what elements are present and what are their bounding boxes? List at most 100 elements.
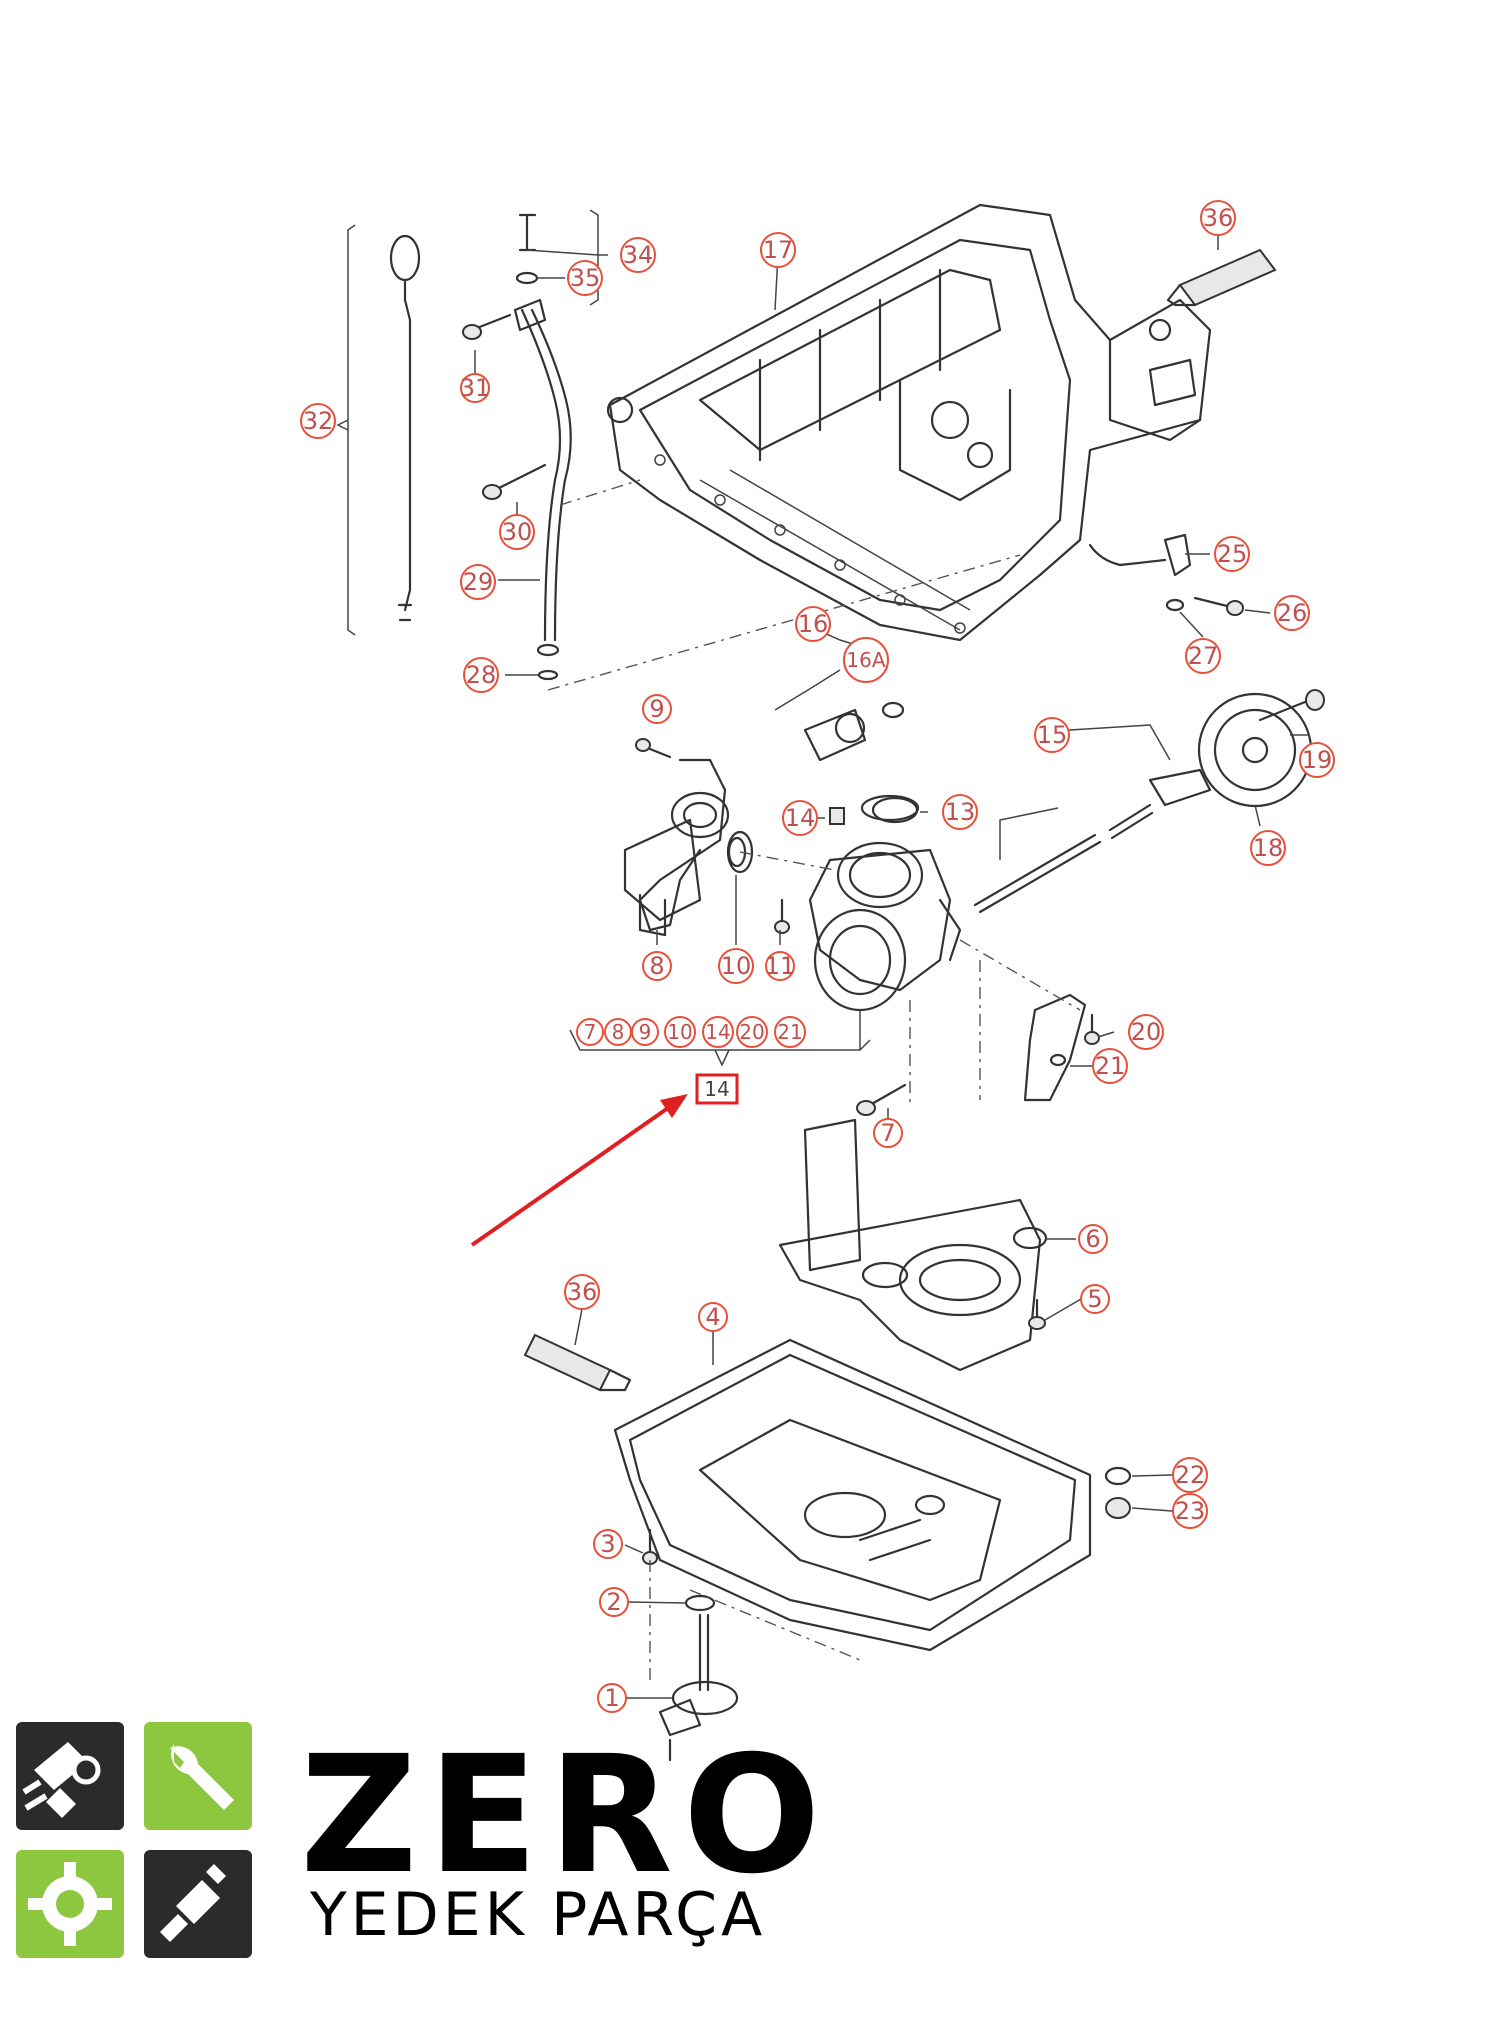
group-label-10: 10 bbox=[664, 1016, 696, 1048]
svg-text:7: 7 bbox=[584, 1020, 597, 1044]
dipstick-guide-tube bbox=[513, 209, 608, 681]
level-sensor-1 bbox=[658, 1613, 739, 1762]
svg-text:1: 1 bbox=[604, 1684, 619, 1712]
assembly-lines bbox=[547, 479, 1081, 1680]
piston-icon bbox=[22, 1742, 101, 1818]
svg-text:16: 16 bbox=[798, 610, 829, 638]
callout-3: 3 bbox=[593, 1529, 623, 1559]
callout-28: 28 bbox=[463, 657, 499, 693]
bolt-20 bbox=[1084, 1013, 1100, 1045]
callout-29: 29 bbox=[460, 564, 496, 600]
piston-tile bbox=[16, 1722, 124, 1830]
breather-pipe bbox=[1088, 533, 1244, 616]
callout-14: 14 bbox=[782, 800, 818, 836]
callout-18: 18 bbox=[1250, 830, 1286, 866]
svg-text:10: 10 bbox=[667, 1020, 692, 1044]
washer-22 bbox=[1104, 1466, 1132, 1486]
callout-15: 15 bbox=[1034, 717, 1070, 753]
callout-36-top: 36 bbox=[1200, 200, 1236, 236]
svg-text:23: 23 bbox=[1175, 1497, 1206, 1525]
svg-text:27: 27 bbox=[1188, 642, 1219, 670]
callout-19: 19 bbox=[1299, 742, 1335, 778]
group-bracket bbox=[569, 1010, 871, 1067]
o-ring-13 bbox=[860, 794, 920, 822]
wrench-icon bbox=[170, 1744, 234, 1810]
group-label-8: 8 bbox=[604, 1018, 632, 1046]
bolt-9 bbox=[635, 738, 672, 759]
svg-text:5: 5 bbox=[1087, 1285, 1102, 1313]
spark-plug-tile bbox=[144, 1850, 252, 1958]
dipstick bbox=[336, 224, 421, 636]
group-label-20: 20 bbox=[736, 1016, 768, 1048]
gear-icon bbox=[28, 1862, 112, 1946]
svg-text:2: 2 bbox=[606, 1588, 621, 1616]
svg-text:36: 36 bbox=[567, 1278, 598, 1306]
callout-5: 5 bbox=[1080, 1284, 1110, 1314]
svg-text:4: 4 bbox=[705, 1303, 720, 1331]
callout-7: 7 bbox=[873, 1118, 903, 1148]
o-ring-35 bbox=[515, 271, 539, 285]
svg-text:7: 7 bbox=[880, 1119, 895, 1147]
callout-16a: 16A bbox=[843, 637, 889, 683]
callout-2: 2 bbox=[599, 1587, 629, 1617]
bolt-5 bbox=[1028, 1298, 1046, 1330]
callout-17: 17 bbox=[760, 232, 796, 268]
oil-pump bbox=[623, 758, 962, 1012]
svg-text:17: 17 bbox=[763, 236, 794, 264]
callout-11: 11 bbox=[765, 951, 796, 981]
svg-text:14: 14 bbox=[705, 1020, 730, 1044]
bolt-31 bbox=[462, 313, 512, 340]
svg-text:16A: 16A bbox=[846, 648, 885, 672]
drive-shaft bbox=[973, 768, 1212, 914]
callout-21: 21 bbox=[1092, 1048, 1128, 1084]
callout-10: 10 bbox=[718, 948, 754, 984]
svg-text:9: 9 bbox=[649, 695, 664, 723]
svg-text:26: 26 bbox=[1277, 599, 1308, 627]
callout-26: 26 bbox=[1274, 595, 1310, 631]
callout-6: 6 bbox=[1078, 1224, 1108, 1254]
callout-22: 22 bbox=[1172, 1457, 1208, 1493]
callout-27: 27 bbox=[1185, 638, 1221, 674]
svg-text:8: 8 bbox=[649, 952, 664, 980]
drain-plug-23 bbox=[1105, 1497, 1131, 1519]
highlighted-part-14[interactable]: 14 bbox=[695, 1073, 739, 1105]
svg-text:29: 29 bbox=[463, 568, 494, 596]
brand-tagline: YEDEK PARÇA bbox=[310, 1880, 767, 1950]
bolt-7 bbox=[856, 1083, 907, 1116]
svg-text:21: 21 bbox=[777, 1020, 802, 1044]
svg-text:11: 11 bbox=[765, 952, 796, 980]
callout-30: 30 bbox=[499, 514, 535, 550]
svg-text:19: 19 bbox=[1302, 746, 1333, 774]
svg-text:9: 9 bbox=[639, 1020, 652, 1044]
svg-text:22: 22 bbox=[1175, 1461, 1206, 1489]
svg-text:18: 18 bbox=[1253, 834, 1284, 862]
callout-36-bottom: 36 bbox=[564, 1274, 600, 1310]
callout-4: 4 bbox=[698, 1302, 728, 1332]
svg-text:35: 35 bbox=[570, 264, 601, 292]
svg-text:31: 31 bbox=[460, 374, 491, 402]
group-label-21: 21 bbox=[774, 1016, 806, 1048]
red-arrow bbox=[470, 1094, 688, 1247]
callout-9: 9 bbox=[642, 694, 672, 724]
svg-text:21: 21 bbox=[1095, 1052, 1126, 1080]
group-label-14: 14 bbox=[702, 1016, 734, 1048]
oil-pan bbox=[613, 1338, 1092, 1652]
group-label-7: 7 bbox=[576, 1018, 604, 1046]
baffle bbox=[778, 1118, 1048, 1372]
callout-32: 32 bbox=[300, 403, 336, 439]
callout-31: 31 bbox=[460, 373, 491, 403]
callout-25: 25 bbox=[1214, 536, 1250, 572]
svg-text:3: 3 bbox=[600, 1530, 615, 1558]
sealant-tube-top bbox=[1166, 248, 1277, 307]
callout-8: 8 bbox=[642, 951, 672, 981]
svg-text:6: 6 bbox=[1085, 1225, 1100, 1253]
sprocket bbox=[1197, 692, 1313, 808]
bolt-30 bbox=[482, 463, 547, 500]
bolt-19 bbox=[1258, 689, 1325, 722]
svg-text:30: 30 bbox=[502, 518, 533, 546]
svg-text:28: 28 bbox=[466, 661, 497, 689]
svg-text:25: 25 bbox=[1217, 540, 1248, 568]
bolt-11 bbox=[774, 898, 790, 934]
group-labels: 7 8 9 10 14 20 21 bbox=[576, 1016, 806, 1048]
